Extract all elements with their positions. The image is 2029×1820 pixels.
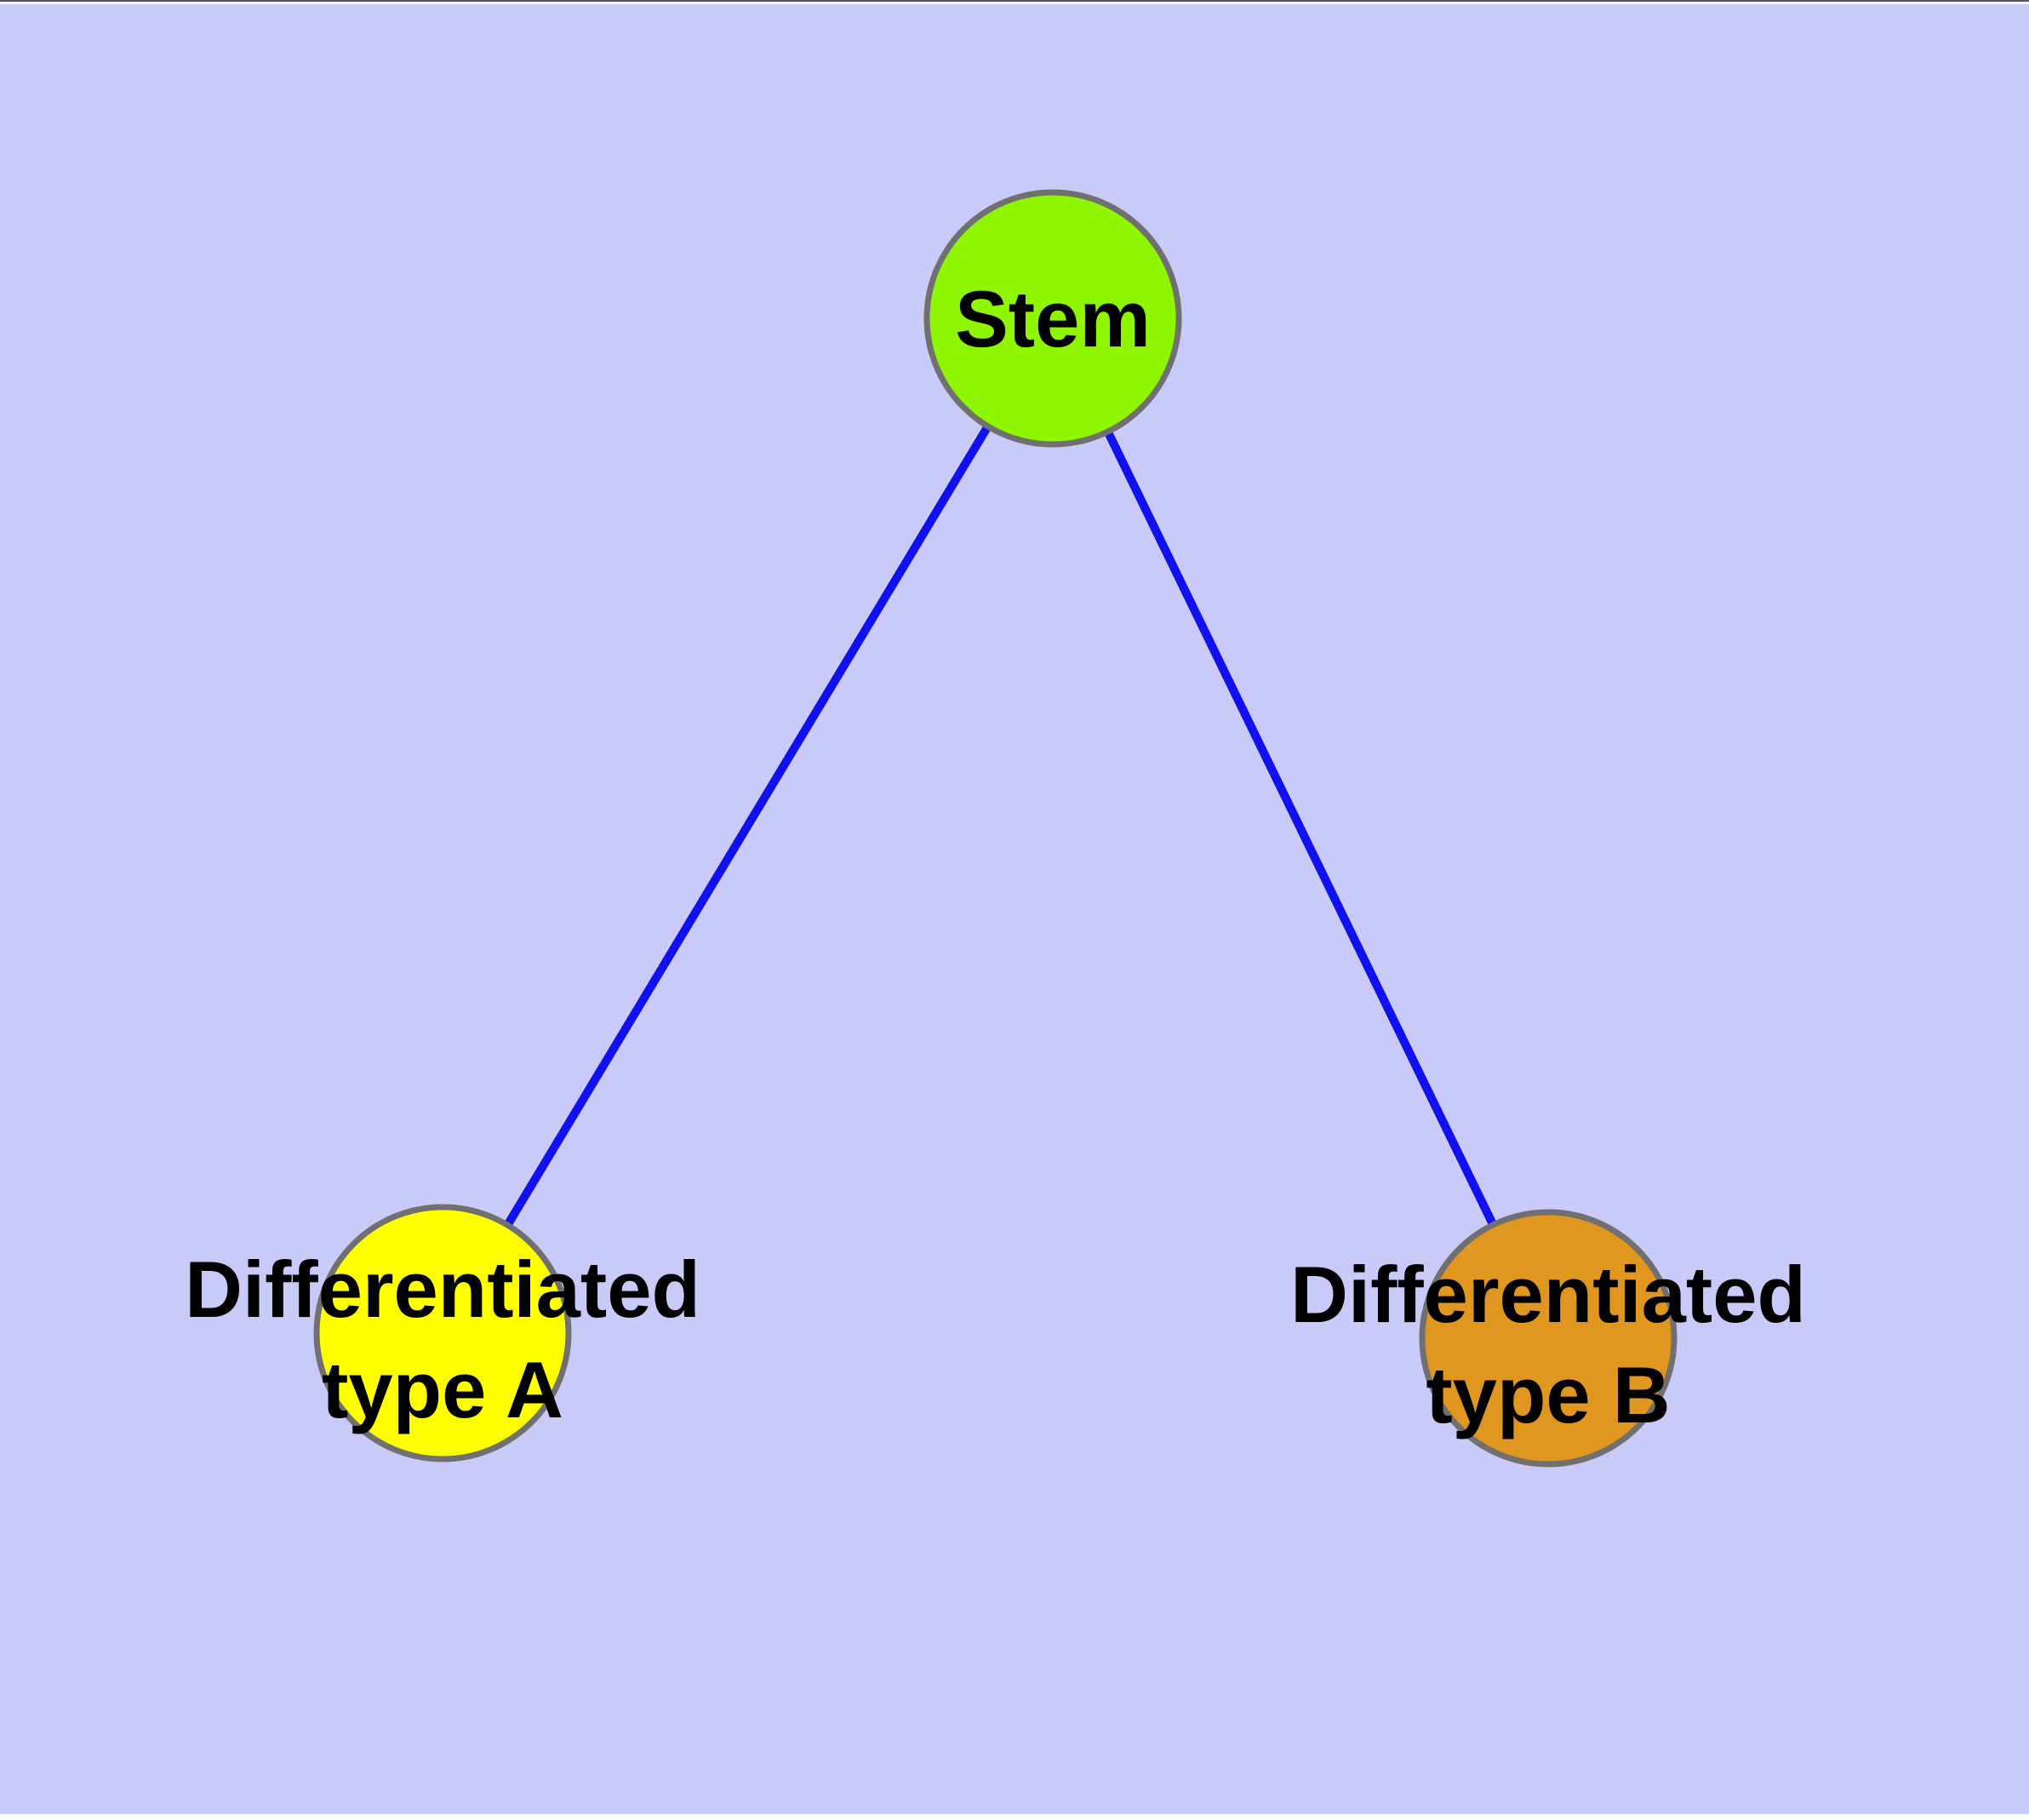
stem-node-circle	[923, 189, 1182, 448]
stem-node-label: Stem	[955, 274, 1151, 363]
top-margin	[0, 2, 2029, 4]
node-stem: Stem	[923, 189, 1182, 448]
differentiated-type-a-node-circle	[313, 1204, 572, 1462]
edge-stem-to-differentiated-type-b	[1049, 316, 1552, 1341]
differentiated-type-b-node-circle	[1419, 1209, 1677, 1468]
bottom-margin	[0, 1814, 2029, 1820]
edge-stem-to-differentiated-type-a	[438, 316, 1057, 1336]
top-edge-line	[0, 0, 2029, 2]
